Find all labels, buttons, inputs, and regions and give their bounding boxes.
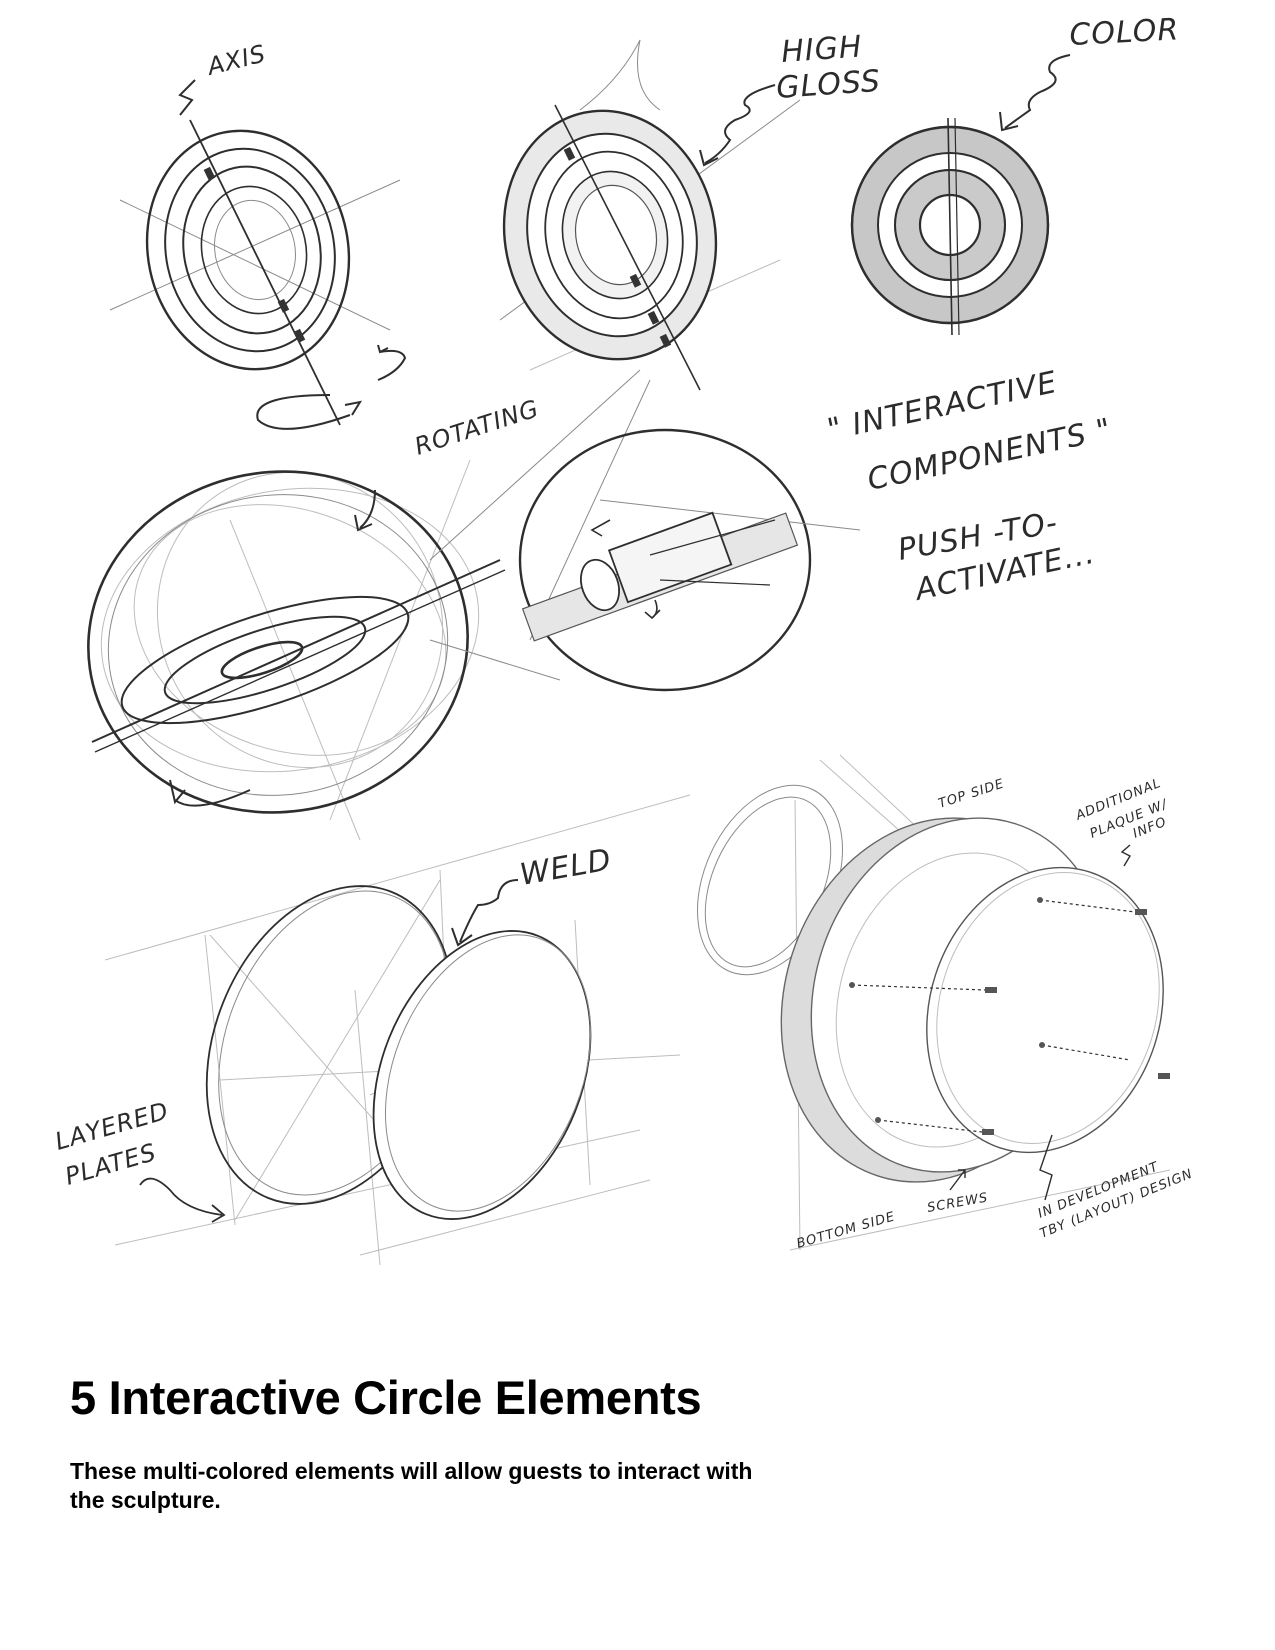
label-rotating: ROTATING: [411, 394, 542, 460]
color-ring-sketch: COLOR: [850, 12, 1180, 336]
label-top-side: TOP SIDE: [937, 776, 1007, 811]
push-detail-sketch: [429, 369, 861, 692]
label-gloss: GLOSS: [775, 64, 882, 106]
label-axis: AXIS: [203, 39, 269, 81]
label-weld: WELD: [517, 842, 614, 893]
rotating-ring-sketch: ROTATING: [87, 394, 543, 841]
label-screws: SCREWS: [926, 1190, 989, 1215]
page-title: 5 Interactive Circle Elements: [70, 1371, 702, 1424]
concept-sketch: AXIS HIGH GLOSS: [52, 12, 1195, 1266]
plaque-screws-sketch: TOP SIDE ADDITIONAL PLAQUE W/ INFO BOTTO…: [696, 754, 1195, 1252]
layered-plates-sketch: WELD LAYERED PLATES: [52, 794, 691, 1266]
axis-rings-sketch: AXIS: [109, 39, 407, 430]
label-high: HIGH: [780, 29, 863, 70]
page-description: These multi-colored elements will allow …: [70, 1458, 753, 1513]
interactive-components-notes: " INTERACTIVE COMPONENTS " PUSH -TO- ACT…: [824, 365, 1115, 608]
high-gloss-sketch: HIGH GLOSS: [499, 29, 882, 391]
label-color: COLOR: [1069, 12, 1180, 53]
